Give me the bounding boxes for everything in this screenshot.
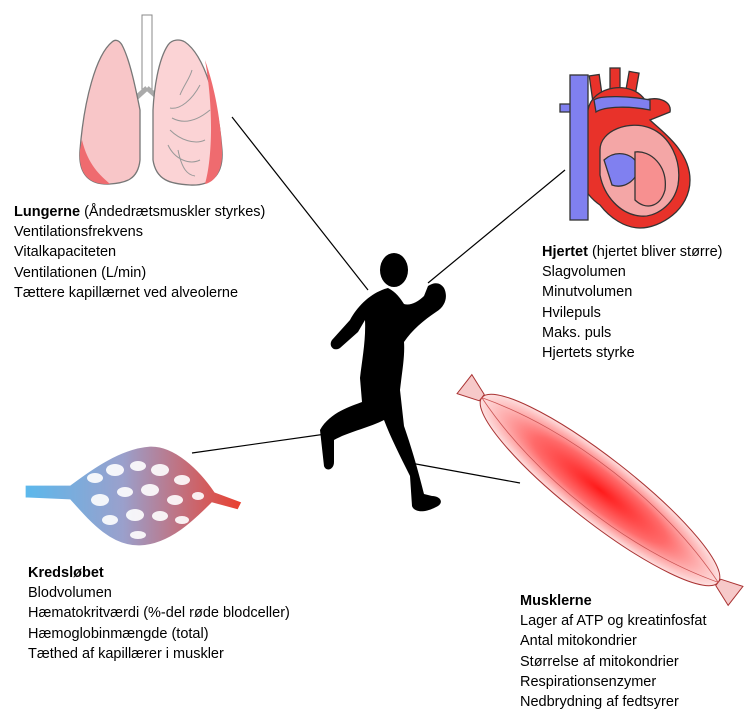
circulation-item: Hæmatokritværdi (%-del røde blodceller) (28, 605, 290, 622)
circulation-item: Blodvolumen (28, 585, 112, 602)
lungs-item: Ventilationen (L/min) (14, 264, 147, 281)
connector-muscles (404, 461, 521, 484)
connector-lines (191, 116, 566, 484)
lungs-item: Tættere kapillærnet ved alveolerne (14, 284, 239, 301)
lungs-illustration (79, 14, 223, 186)
heart-item: Hjertets styrke (542, 345, 635, 362)
connector-lungs (231, 116, 369, 291)
muscles-item: Antal mitokondrier (520, 633, 637, 650)
lungs-item: Vitalkapaciteten (14, 244, 117, 261)
heart-block: Hjertet (hjertet bliver større) Slagvolu… (542, 242, 723, 363)
heart-item: Hvilepuls (542, 304, 601, 321)
heart-item: Slagvolumen (542, 264, 626, 281)
heart-title: Hjertet (542, 244, 588, 260)
runner-silhouette (320, 253, 446, 512)
lungs-subtitle: (Åndedrætsmuskler styrkes) (80, 204, 266, 220)
heart-subtitle: (hjertet bliver større) (587, 244, 723, 260)
vessels-illustration (24, 445, 243, 547)
left-lung (79, 39, 141, 185)
heart-item: Minutvolumen (542, 284, 633, 301)
muscle-illustration (456, 373, 744, 607)
circulation-item: Hæmoglobinmængde (total) (28, 625, 209, 642)
muscles-item: Respirationsenzymer (520, 673, 657, 690)
heart-item: Maks. puls (542, 324, 612, 341)
circulation-block: Kredsløbet Blodvolumen Hæmatokritværdi (… (28, 563, 290, 664)
muscles-item: Lager af ATP og kreatinfosfat (520, 613, 707, 630)
connector-heart (427, 169, 566, 284)
muscles-title: Musklerne (520, 593, 592, 609)
connector-circulation (191, 431, 341, 454)
heart-illustration (559, 67, 691, 229)
lungs-block: Lungerne (Åndedrætsmuskler styrkes) Vent… (14, 202, 265, 303)
muscles-item: Nedbrydning af fedtsyrer (520, 694, 679, 711)
muscles-block: Musklerne Lager af ATP og kreatinfosfat … (520, 591, 706, 712)
muscles-item: Størrelse af mitokondrier (520, 653, 679, 670)
lungs-item: Ventilationsfrekvens (14, 224, 143, 241)
circulation-item: Tæthed af kapillærer i muskler (28, 645, 224, 662)
circulation-title: Kredsløbet (28, 565, 104, 581)
lungs-title: Lungerne (14, 204, 81, 220)
